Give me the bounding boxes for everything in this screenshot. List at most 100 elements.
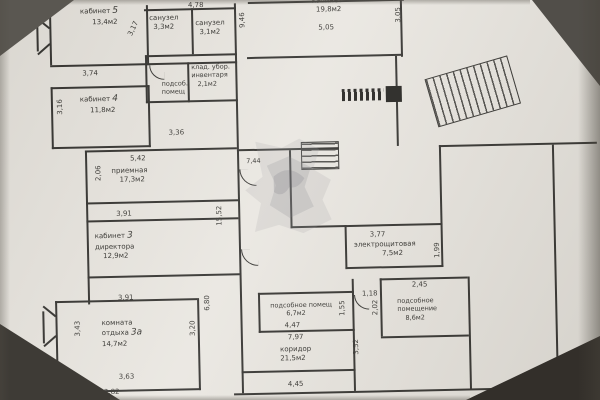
shaft-symbol [385,85,402,103]
wall [50,85,150,90]
dimension-label: 5,42 [130,154,146,163]
dimension-label: 3,17 [126,19,141,38]
dimension-label: 1,99 [432,242,442,259]
bay-window-wall [37,43,51,56]
room-name: помещение [397,304,438,314]
room-name: электрощитовая [353,239,416,249]
wall [144,53,237,58]
wall [84,150,91,305]
room-number: 3а [130,327,143,338]
wall [50,87,54,150]
room-area: 14,7м2 [101,339,128,348]
dimension-label: 4,45 [287,379,304,389]
wall [379,278,383,337]
wall [345,265,444,270]
room-name: кабинет [79,6,111,16]
room-area: 7,5м2 [382,248,404,258]
wall [551,144,559,387]
room-name: комната [101,318,133,328]
dimension-label: 3,43 [73,320,82,337]
room-label-sanuzel-1: санузел 3,3м2 [149,14,179,33]
room-area: 2,1м2 [197,79,218,88]
dimension-label: 1,55 [338,300,347,317]
room-name: кабинет [79,94,111,104]
room-label-podsob-pomesh: подсоб. помещ [161,79,188,96]
room-name: санузел [195,18,225,28]
wall [257,292,261,333]
wall [145,99,238,104]
dimension-label: 3,77 [369,230,386,239]
dimension-label: 3,20 [188,320,197,337]
wall [246,53,404,60]
bay-window-wall [42,311,45,344]
room-area: 12,9м2 [103,251,129,260]
room-name: приемная [111,166,148,175]
dimension-label: 3,36 [168,128,185,137]
room-label-elektroshchitovaya: электрощитовая 7,5м2 [354,240,416,259]
door-swing [149,64,165,81]
dimension-label: 4,47 [284,321,301,330]
wall [467,276,472,389]
room-label-klad-ubor: клад. убор. инвентаря 2,1м2 [191,62,230,88]
dimension-label: 2,06 [94,165,103,182]
wall [50,63,150,68]
wall [48,7,53,66]
room-name: кабинет [311,0,343,5]
dimension-label: 5,05 [318,23,335,32]
bay-window-wall [36,21,39,52]
wall [380,334,469,339]
dimension-label: 15,52 [215,205,224,226]
dimension-label: 3,74 [82,69,98,78]
wall [147,85,151,148]
wall [241,368,356,374]
room-area: 21,5м2 [280,354,306,363]
room-name: отдыха [101,328,129,338]
room-name: подсобное помещ [270,300,333,310]
wall [84,147,237,153]
staircase-hatch [424,55,522,128]
dimension-label: 4,78 [187,0,204,10]
watermark-logo [231,131,348,243]
room-name: инвентаря [191,70,228,80]
room-area: 6,7м2 [286,309,306,318]
dimension-label: 9,46 [238,12,247,29]
dimension-label: 7,44 [246,156,261,166]
room-label-koridor: коридор 21,5м2 [280,345,311,364]
room-label-podsobnoe-pomesh: подсобное помещ 6,7м2 [270,300,332,318]
room-number: 3 [126,230,133,241]
room-name: коридор [280,344,312,354]
wall [197,298,201,391]
dimension-label: 2,45 [411,280,428,289]
dimension-label: 2,82 [103,387,120,397]
room-name: кабинет [94,231,126,241]
room-label-podsobnoe-pomeshchenie: подсобное помещение 8,6м2 [397,296,437,322]
room-area: 3,3м2 [153,22,175,32]
room-area: 19,8м2 [315,5,342,14]
dimension-label: 3,16 [55,99,65,115]
dimension-label: 3,05 [393,7,403,23]
wall [344,223,443,228]
dimension-label: 3,52 [351,338,361,355]
wall [258,328,355,333]
dimension-label: 2,02 [371,299,380,316]
room-label-sanuzel-2: санузел 3,1м2 [195,19,225,38]
room-number: 4 [112,93,119,104]
room-name: помещ [161,87,186,97]
room-label-kabinet-top-right: кабинет 19,8м2 [312,0,343,15]
room-area: 11,8м2 [89,105,116,115]
dimension-label: 7,97 [287,332,304,342]
room-area: 3,1м2 [199,27,221,37]
step-ticks [341,88,384,102]
bay-window-wall [43,335,57,348]
wall [87,273,240,279]
dimension-label: 3,91 [116,209,132,218]
room-name: директора [94,242,135,251]
door-swing [241,248,259,267]
dimension-label: 3,91 [117,293,134,302]
